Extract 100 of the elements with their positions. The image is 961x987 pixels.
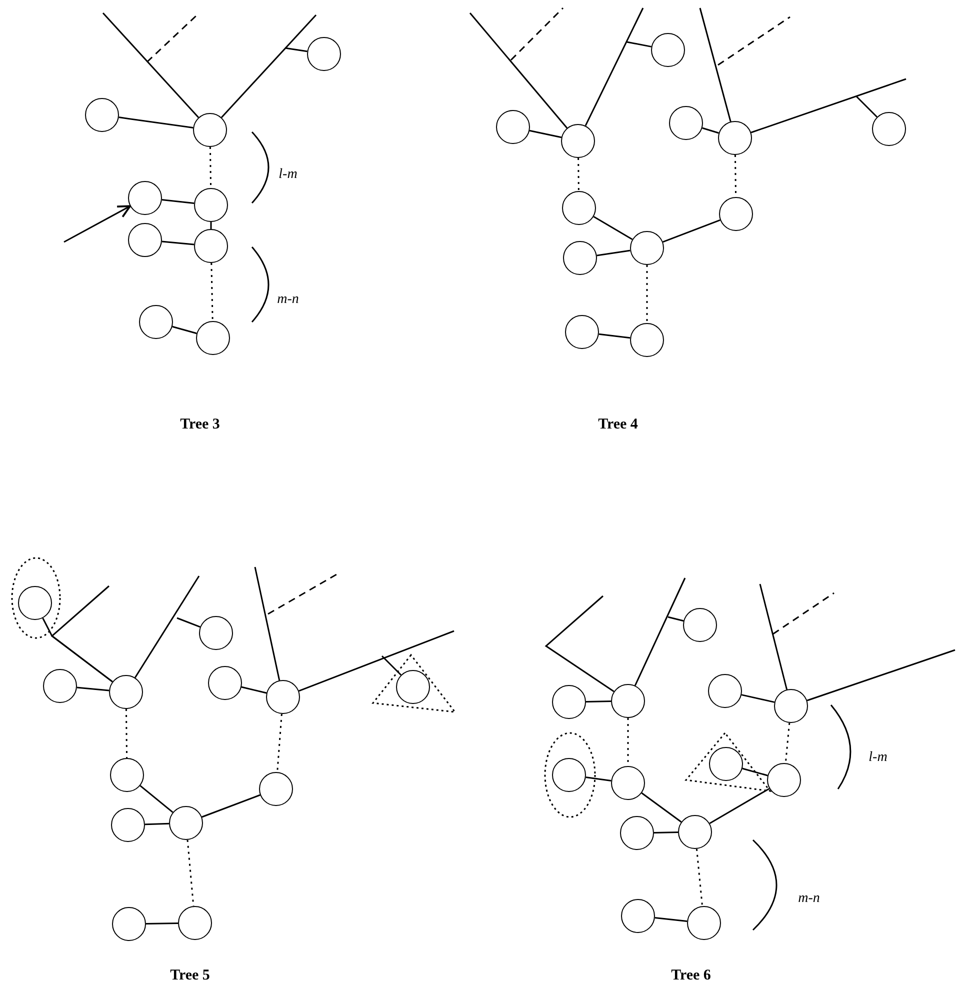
circle-node <box>194 188 228 222</box>
connector-line <box>654 917 688 922</box>
circle-node <box>687 906 721 940</box>
circle-node <box>562 191 596 225</box>
tree-caption: Tree 4 <box>598 416 638 434</box>
connector-line <box>855 95 878 118</box>
circle-node <box>396 670 430 704</box>
connector-line <box>118 116 194 128</box>
connector-line <box>210 222 212 229</box>
circle-node <box>561 124 595 158</box>
range-label: m-n <box>277 292 299 308</box>
connector-line <box>144 822 170 826</box>
connector-line <box>172 326 197 334</box>
connector-line <box>134 576 200 678</box>
circle-node <box>708 674 742 708</box>
circle-node <box>565 315 599 349</box>
connector-line <box>50 585 113 682</box>
circle-node <box>111 808 145 842</box>
circle-node <box>709 747 743 781</box>
circle-node <box>669 106 703 140</box>
connector-line <box>742 768 768 776</box>
circle-node <box>208 666 242 700</box>
tree-caption: Tree 6 <box>671 968 711 984</box>
connector-line <box>176 617 200 628</box>
connector-line <box>668 616 684 622</box>
arrow <box>64 205 132 243</box>
circle-node <box>718 121 752 155</box>
circle-node <box>196 321 230 355</box>
connector-line <box>759 584 788 690</box>
circle-node <box>128 223 162 257</box>
connector-line <box>596 250 630 256</box>
circle-node <box>719 197 753 231</box>
connector-line <box>254 566 280 681</box>
circle-node <box>128 181 162 215</box>
circle-node <box>194 229 228 263</box>
connector-line <box>586 700 612 702</box>
circle-node <box>193 113 227 147</box>
connector-line <box>626 41 652 48</box>
circle-node <box>18 586 52 620</box>
connector-line <box>298 630 454 692</box>
circle-node <box>774 689 808 723</box>
dotted-connector <box>276 714 282 772</box>
circle-node <box>109 675 143 709</box>
connector-line <box>529 130 562 138</box>
circle-node <box>630 323 664 357</box>
connector-line <box>806 649 956 702</box>
circle-node <box>552 758 586 792</box>
circle-node <box>552 685 586 719</box>
circle-node <box>620 816 654 850</box>
circle-node <box>611 684 645 718</box>
circle-node <box>872 112 906 146</box>
circle-node <box>621 899 655 933</box>
connector-line <box>699 8 732 122</box>
circle-node <box>43 669 77 703</box>
connector-line <box>544 595 614 692</box>
circle-node <box>169 806 203 840</box>
connector-line <box>284 47 308 52</box>
circle-node <box>683 608 717 642</box>
connector-line <box>654 832 678 834</box>
connector-line <box>584 8 644 126</box>
tree-caption: Tree 3 <box>180 416 220 434</box>
connector-line <box>381 655 402 676</box>
range-label: m-n <box>798 891 820 907</box>
connector-line <box>140 785 174 813</box>
circle-node <box>110 758 144 792</box>
dotted-connector <box>784 722 790 764</box>
circle-node <box>496 110 530 144</box>
circle-node <box>199 616 233 650</box>
circle-node <box>307 37 341 71</box>
circle-node <box>139 305 173 339</box>
dotted-connector <box>646 265 648 323</box>
circle-node <box>266 680 300 714</box>
connector-line <box>750 78 906 134</box>
circle-node <box>611 766 645 800</box>
connector-line <box>202 794 260 818</box>
circle-node <box>563 241 597 275</box>
connector-line <box>586 776 612 782</box>
circle-node <box>178 906 212 940</box>
dotted-connector <box>125 708 128 758</box>
range-label: l-m <box>868 750 888 766</box>
connector-line <box>76 686 110 692</box>
connector-line <box>593 216 633 240</box>
circle-node <box>259 772 293 806</box>
connector-line <box>220 14 317 118</box>
circle-node <box>767 763 801 797</box>
connector-line <box>162 199 194 204</box>
connector-line <box>469 12 568 128</box>
dotted-connector <box>578 158 580 191</box>
tree-caption: Tree 5 <box>170 968 210 984</box>
dotted-connector <box>696 848 704 906</box>
range-label: l-m <box>278 167 298 183</box>
connector-line <box>162 240 194 246</box>
circle-node <box>85 98 119 132</box>
connector-line <box>662 219 720 243</box>
circle-node <box>678 815 712 849</box>
circle-node <box>651 33 685 67</box>
connector-line <box>241 686 267 694</box>
connector-line <box>146 922 178 924</box>
circle-node <box>630 231 664 265</box>
circle-node <box>112 907 146 941</box>
